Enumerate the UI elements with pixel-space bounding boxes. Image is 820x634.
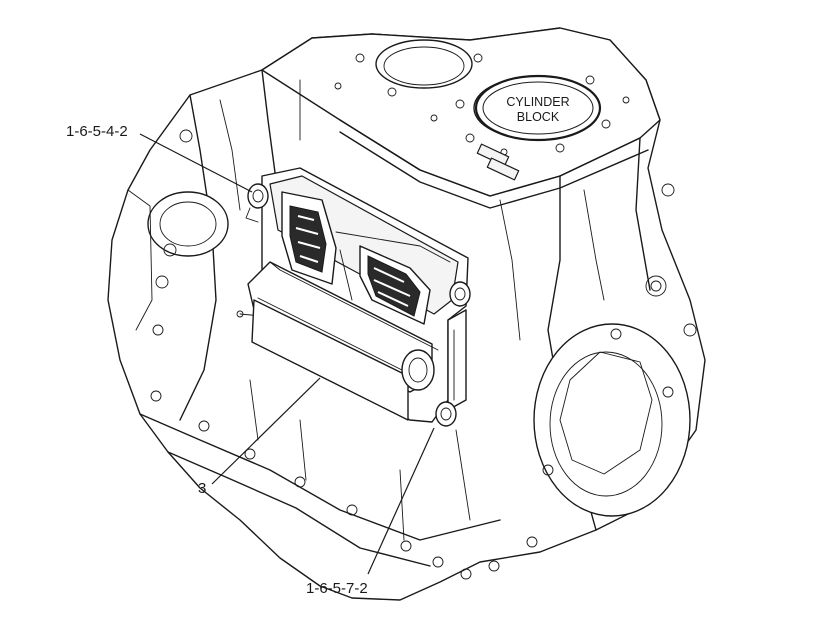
ecm-callout: 3 (198, 480, 206, 497)
upper-bolt (245, 183, 269, 223)
plate-line-2: BLOCK (517, 110, 560, 124)
plate-line-1: CYLINDER (506, 95, 569, 109)
lower-bolt (435, 401, 457, 427)
upper-bolt-leader (139, 133, 253, 193)
right-bolt (449, 281, 471, 307)
cylinder-block-plate: CYLINDER BLOCK (474, 74, 602, 142)
callouts: 1-6-5-4-2 3 1-6-5-7-2 (66, 123, 435, 597)
upper-bolt-callout: 1-6-5-4-2 (66, 123, 128, 140)
ecm-leader (211, 377, 321, 485)
lower-bolt-callout: 1-6-5-7-2 (306, 580, 368, 597)
ecm-connector-right (359, 245, 431, 325)
ecm-connector-left (281, 191, 337, 285)
lower-bolt-leader (367, 427, 435, 575)
ecm-module (236, 167, 469, 423)
pan-bolts (150, 390, 538, 580)
